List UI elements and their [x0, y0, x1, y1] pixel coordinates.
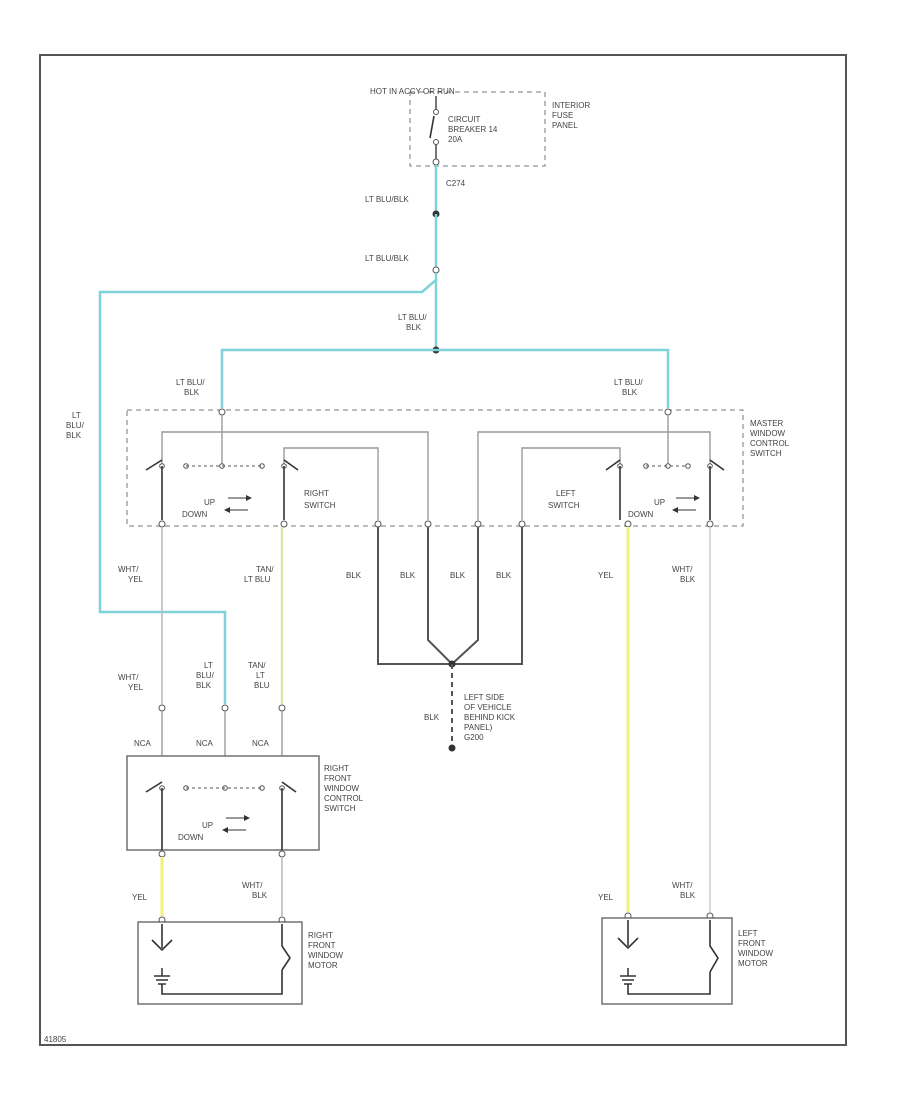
- blk-label-3: BLK: [450, 571, 466, 580]
- right-front-switch-label: RIGHT FRONT WINDOW CONTROL SWITCH: [324, 764, 365, 813]
- left-motor-label: LEFT FRONT WINDOW MOTOR: [738, 929, 775, 968]
- c274-label: C274: [446, 179, 466, 188]
- nca-label-3: NCA: [252, 739, 270, 748]
- right-front-window-motor: YEL WHT/ BLK RIGHT FRONT WINDOW MOTOR: [132, 857, 345, 1005]
- master-window-control-switch: MASTER WINDOW CONTROL SWITCH UP DOWN: [126, 408, 791, 528]
- wht-blk-label-2: WHT/ BLK: [242, 881, 268, 900]
- yel-label-1: YEL: [598, 571, 614, 580]
- interior-fuse-panel: HOT IN ACCY OR RUN INTERIOR FUSE PANEL: [370, 87, 592, 167]
- blk-label-2: BLK: [400, 571, 416, 580]
- lt-blu-blk-label-1: LT BLU/BLK: [365, 195, 409, 204]
- lt-blu-blk-right-sw-label: LT BLU/ BLK: [614, 378, 645, 397]
- tan-lt-blu-label-1: TAN/ LT BLU: [244, 565, 276, 584]
- ground-point-g200: [448, 744, 456, 752]
- circuit-breaker-label: CIRCUIT BREAKER 14 20A: [448, 115, 500, 144]
- connector-c274-pin: [432, 158, 440, 166]
- ground-blk-label: BLK: [424, 713, 440, 722]
- lt-blu-blk-left-sw-label: LT BLU/ BLK: [176, 378, 207, 397]
- wht-yel-label-2: WHT/ YEL: [118, 673, 144, 692]
- right-switch-label: RIGHT SWITCH: [304, 489, 336, 510]
- left-front-window-motor: YEL WHT/ BLK YEL WHT/ BLK LEFT FRONT WIN…: [598, 527, 775, 1005]
- yel-label-3: YEL: [598, 893, 614, 902]
- reference-code: 41805: [44, 1035, 67, 1044]
- master-to-right-switch-wires: WHT/ YEL TAN/ LT BLU WHT/ YEL LT BLU/ BL…: [118, 527, 284, 704]
- left-switch-label: LEFT SWITCH: [548, 489, 580, 510]
- lt-blu-blk-feed: C274 LT BLU/BLK LT BLU/BLK LT BLU/ BLK L…: [66, 165, 670, 704]
- lt-blu-blk-label-2: LT BLU/BLK: [365, 254, 409, 263]
- right-front-window-control-switch: NCA NCA NCA RIGHT FRONT WINDOW CONTROL S…: [126, 704, 365, 858]
- yel-label-2: YEL: [132, 893, 148, 902]
- diagram-frame: [39, 54, 847, 1046]
- lt-blu-blk-long-label: LT BLU/ BLK: [66, 411, 86, 440]
- wht-yel-label-1: WHT/ YEL: [118, 565, 144, 584]
- wire-lt-blu-blk-long: [98, 279, 437, 704]
- hot-label: HOT IN ACCY OR RUN: [370, 87, 455, 96]
- nca-label-1: NCA: [134, 739, 152, 748]
- master-switch-label: MASTER WINDOW CONTROL SWITCH: [750, 419, 791, 458]
- nca-label-2: NCA: [196, 739, 214, 748]
- ground-location-label: LEFT SIDE OF VEHICLE BEHIND KICK PANEL) …: [464, 693, 517, 742]
- circuit-breaker: CIRCUIT BREAKER 14 20A: [429, 96, 500, 166]
- up-down-label-2: UP DOWN: [628, 498, 667, 519]
- connector-pin-2: [432, 266, 440, 274]
- wire-lt-blu-blk-bus: [220, 348, 670, 408]
- wht-blk-label-3: WHT/ BLK: [672, 881, 696, 900]
- wht-blk-label-1: WHT/ BLK: [672, 565, 696, 584]
- right-motor-label: RIGHT FRONT WINDOW MOTOR: [308, 931, 345, 970]
- lt-blu-blk-center-label: LT BLU/ BLK: [398, 313, 429, 332]
- up-down-label-3: UP DOWN: [178, 821, 215, 842]
- fuse-panel-label: INTERIOR FUSE PANEL: [552, 101, 592, 130]
- tan-lt-blu-label-2: TAN/ LT BLU: [248, 661, 270, 690]
- up-down-label-1: UP DOWN: [182, 498, 217, 519]
- lt-blu-blk-rs-label: LT BLU/ BLK: [196, 661, 216, 690]
- blk-label-4: BLK: [496, 571, 512, 580]
- blk-label-1: BLK: [346, 571, 362, 580]
- ground-wires: BLK BLK BLK BLK BLK LEFT SIDE OF VEHICLE…: [346, 527, 523, 752]
